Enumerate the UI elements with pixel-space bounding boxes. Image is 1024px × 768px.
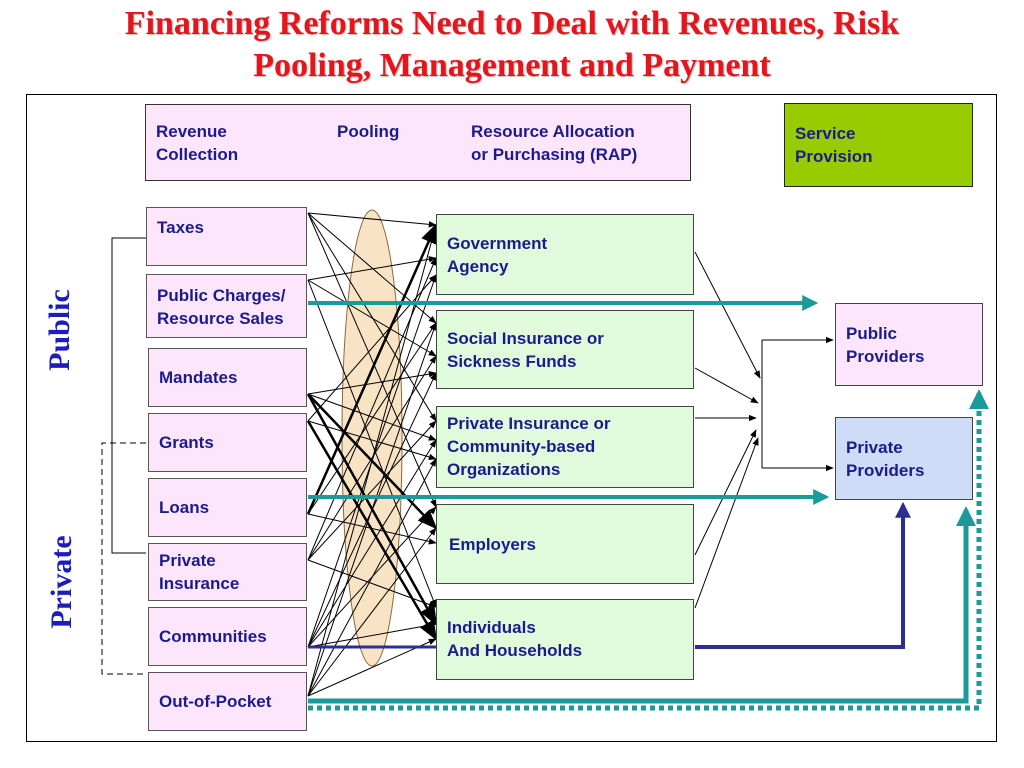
- header-revenue-collection: Revenue Collection: [156, 122, 239, 164]
- flow-line-source-0-to-fund-0: [307, 212, 437, 228]
- flow-line-source-2-to-fund-1: [307, 371, 437, 395]
- flow-line-source-5-to-fund-2: [307, 420, 437, 561]
- fund-private-insurance: Private Insurance or Community-based Org…: [436, 406, 694, 488]
- flow-line-source-4-to-fund-1: [307, 322, 437, 515]
- source-communities: Communities: [148, 607, 307, 666]
- flow-line-source-5-to-fund-0: [307, 257, 437, 561]
- title-line-2: Pooling, Management and Payment: [253, 47, 771, 84]
- provider-private: Private Providers: [835, 417, 973, 500]
- flow-line-source-0-to-fund-3: [307, 212, 437, 508]
- flow-line-source-7-to-fund-3: [307, 527, 437, 697]
- flow-line-source-3-to-fund-4: [306, 420, 438, 641]
- flow-line-source-1-to-fund-1: [307, 279, 437, 357]
- teal-arrow-oop-private: [308, 506, 976, 704]
- title-line-1: Financing Reforms Need to Deal with Reve…: [124, 5, 900, 42]
- provider-public: Public Providers: [835, 303, 983, 386]
- fund-government-agency: Government Agency: [436, 214, 694, 295]
- flow-line-source-4-to-fund-0: [306, 223, 438, 515]
- side-label-public: Public: [43, 289, 76, 371]
- flow-line-source-5-to-fund-4: [307, 559, 437, 608]
- header-pooling: Pooling: [337, 122, 400, 141]
- flow-line-source-1-to-fund-4: [307, 279, 437, 608]
- fund-employers: Employers: [436, 504, 694, 584]
- header-box: [145, 104, 691, 181]
- side-label-private: Private: [45, 535, 78, 629]
- flow-line-source-5-to-fund-1: [307, 355, 437, 561]
- flow-line-social-to-providers: [694, 367, 759, 404]
- flow-line-source-3-to-fund-2: [307, 420, 437, 461]
- fund-social-insurance: Social Insurance or Sickness Funds: [436, 310, 694, 389]
- source-grants: Grants: [148, 413, 307, 472]
- flow-line-source-6-to-fund-4: [307, 622, 437, 648]
- private-bracket: [101, 442, 146, 675]
- fund-individuals-households: Individuals And Households: [436, 599, 694, 680]
- flow-line-source-6-to-fund-2: [307, 439, 437, 648]
- source-taxes: Taxes: [146, 207, 307, 266]
- diagram-frame: [26, 94, 997, 742]
- flow-line-source-3-to-fund-0: [307, 274, 437, 422]
- source-private-insurance: Private Insurance: [148, 543, 307, 601]
- flow-line-source-7-to-fund-1: [307, 322, 437, 697]
- header-service-provision: Service Provision: [784, 103, 973, 187]
- source-public-charges: Public Charges/ Resource Sales: [146, 274, 307, 338]
- flow-line-households-to-providers: [694, 437, 759, 609]
- header-rap: Resource Allocation or Purchasing (RAP): [471, 122, 638, 164]
- public-bracket: [111, 237, 146, 554]
- flow-line-source-1-to-fund-0: [307, 256, 437, 281]
- flow-line-employers-to-providers: [694, 429, 757, 556]
- source-mandates: Mandates: [148, 348, 307, 407]
- flow-line-source-2-to-fund-2: [307, 393, 437, 441]
- teal-dotted-arrow-oop-public: [308, 389, 989, 711]
- flow-line-gov-to-providers: [694, 251, 761, 379]
- source-out-of-pocket: Out-of-Pocket: [148, 672, 307, 731]
- source-loans: Loans: [148, 478, 307, 537]
- navy-arrow-households: [695, 501, 911, 649]
- flow-line-source-4-to-fund-3: [307, 513, 437, 545]
